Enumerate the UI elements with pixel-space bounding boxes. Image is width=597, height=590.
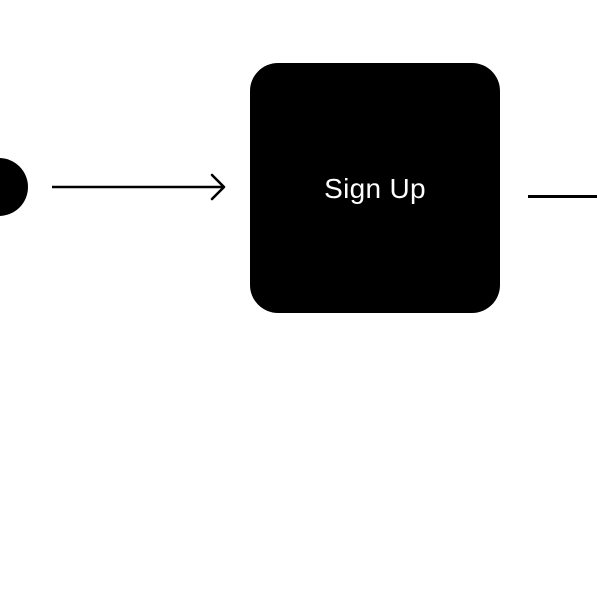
start-node-circle[interactable]	[0, 158, 28, 216]
connector-line-signup-to-next	[528, 195, 597, 198]
sign-up-step-label: Sign Up	[324, 173, 426, 204]
sign-up-step-node[interactable]: Sign Up	[250, 63, 500, 313]
connector-arrow-start-to-signup	[52, 173, 226, 201]
arrowhead-icon	[210, 173, 226, 201]
